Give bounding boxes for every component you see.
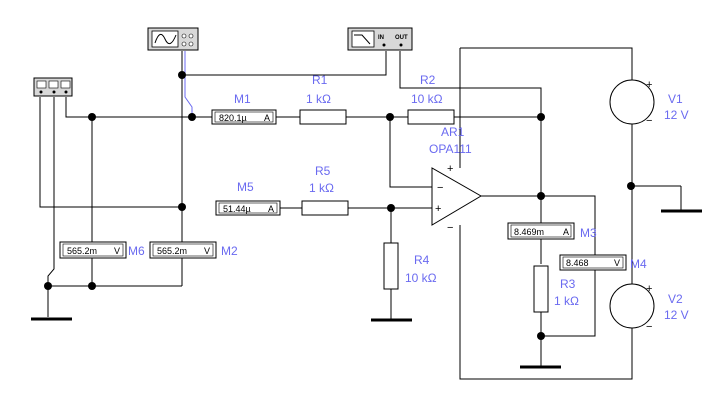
label-m1: M1 (234, 92, 251, 106)
label-m4: M4 (630, 257, 647, 271)
v1-plus-sign: + (646, 79, 652, 91)
meter-m2[interactable]: 565.2m V (149, 241, 217, 259)
opamp-noninverting-sign: + (447, 163, 453, 175)
wire-mm-a (39, 97, 182, 208)
label-v1-value: 12 V (664, 108, 689, 122)
v1-minus-sign: − (646, 115, 652, 127)
meter-m2-unit: V (204, 246, 210, 256)
resistor-r5[interactable] (301, 200, 349, 216)
meter-m5-reading: 51.44µ (223, 204, 251, 214)
label-v1-name: V1 (668, 92, 683, 106)
opamp-minus-pin-mark: − (437, 182, 443, 194)
label-r2-name: R2 (420, 73, 436, 87)
opamp-plus-pin-mark: + (435, 203, 441, 215)
label-r3-value: 1 kΩ (554, 294, 579, 308)
node (627, 182, 635, 190)
component-labels: M1 R1 1 kΩ R2 10 kΩ AR1 OPA111 M5 R5 1 k… (128, 73, 689, 322)
meter-m4-unit: V (614, 258, 620, 268)
opamp-inverting-sign: − (447, 222, 453, 234)
label-r5-value: 1 kΩ (309, 181, 334, 195)
bode-plotter-instrument[interactable]: IN OUT (347, 27, 413, 51)
oscilloscope-instrument[interactable] (147, 27, 199, 51)
node (178, 71, 186, 79)
meter-m6[interactable]: 565.2m V (59, 241, 127, 259)
meter-m3[interactable]: 8.469m A (507, 222, 575, 240)
resistor-r3[interactable] (533, 265, 549, 313)
wire-mm-c (65, 97, 212, 118)
v2-plus-sign: + (646, 283, 652, 295)
plotter-in-label: IN (378, 35, 384, 41)
multimeter-instrument[interactable] (33, 77, 73, 97)
node (178, 203, 186, 211)
grounds (31, 209, 702, 369)
voltage-source-v2[interactable]: + − (609, 283, 655, 333)
meter-m3-reading: 8.469m (514, 227, 544, 237)
resistor-r4[interactable] (383, 242, 399, 290)
node (88, 282, 96, 290)
resistor-r1[interactable] (299, 109, 347, 125)
label-v2-name: V2 (668, 292, 683, 306)
meter-m1-unit: A (264, 113, 270, 123)
label-r4-value: 10 kΩ (405, 271, 437, 285)
meter-m4[interactable]: 8.468 V (559, 254, 627, 271)
label-r5-name: R5 (315, 164, 331, 178)
node (387, 204, 395, 212)
node (188, 113, 196, 121)
meter-m6-unit: V (114, 246, 120, 256)
meter-m1[interactable]: 820.1µ A (211, 109, 277, 125)
label-opamp-name: AR1 (441, 125, 465, 139)
node (537, 332, 545, 340)
node (386, 113, 394, 121)
node (88, 113, 96, 121)
label-r1-name: R1 (312, 73, 328, 87)
v2-minus-sign: − (646, 321, 652, 333)
meter-m1-reading: 820.1µ (219, 113, 247, 123)
plotter-out-label: OUT (395, 35, 408, 41)
node (537, 192, 545, 200)
junctions (44, 71, 635, 340)
label-m5: M5 (237, 180, 254, 194)
meter-m5[interactable]: 51.44µ A (215, 200, 281, 216)
node (44, 282, 52, 290)
label-r2-value: 10 kΩ (411, 92, 443, 106)
label-r3-name: R3 (560, 277, 576, 291)
wire-plotter-out (399, 51, 542, 117)
meter-m4-reading: 8.468 (566, 258, 589, 268)
wire-mm-b (47, 97, 55, 286)
wire-supply-box (459, 47, 633, 380)
label-m3: M3 (580, 226, 597, 240)
wires (39, 47, 682, 380)
label-r4-name: R4 (414, 253, 430, 267)
voltage-source-v1[interactable]: + − (609, 79, 655, 127)
meter-m5-unit: A (268, 204, 274, 214)
resistor-r2[interactable] (407, 109, 455, 125)
wire-m4-leads (541, 195, 596, 255)
label-m6: M6 (128, 244, 145, 258)
node (537, 113, 545, 121)
wire-scope-probe-b (184, 51, 193, 117)
meter-m3-unit: A (563, 227, 569, 237)
label-m2: M2 (221, 244, 238, 258)
wire-to-plotter-in (182, 51, 387, 76)
meter-m6-reading: 565.2m (67, 246, 97, 256)
meter-m2-reading: 565.2m (157, 246, 187, 256)
wire-feedback (389, 117, 432, 188)
wire-m4-leads-b (541, 270, 596, 337)
opamp-ar1[interactable]: + − − + (431, 163, 482, 234)
label-opamp-model: OPA111 (429, 142, 472, 156)
label-v2-value: 12 V (664, 308, 689, 322)
label-r1-value: 1 kΩ (306, 92, 331, 106)
